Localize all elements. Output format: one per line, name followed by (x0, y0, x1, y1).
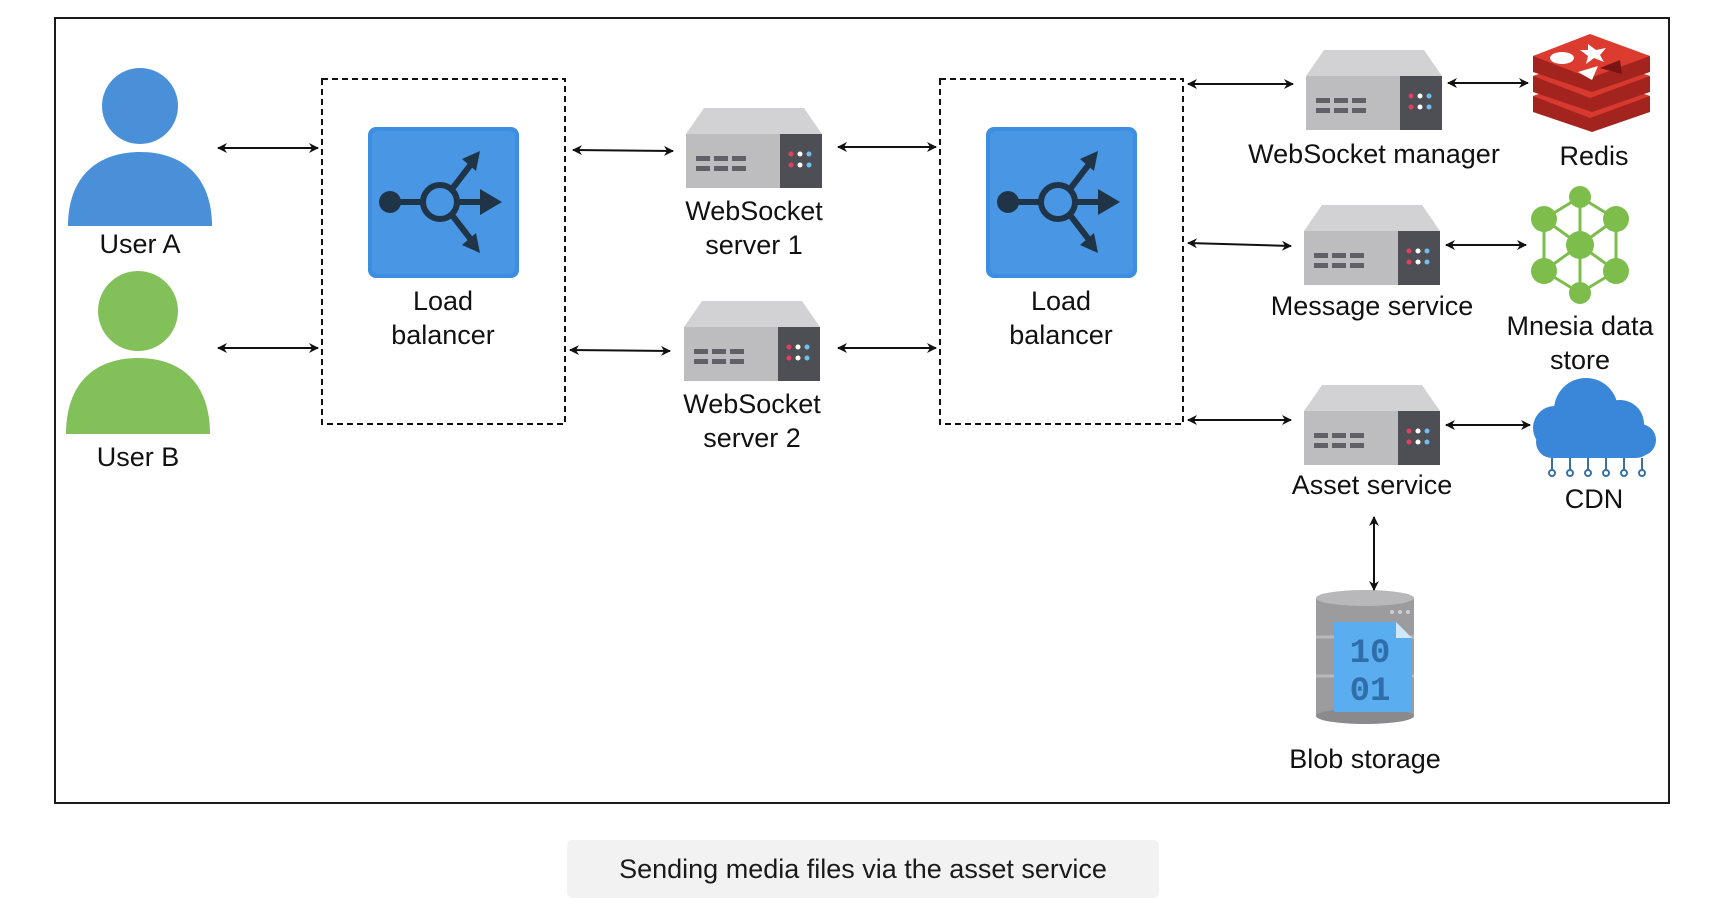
cdn-label: CDN (1564, 484, 1624, 514)
websocket-server-2-label-line1: WebSocket (683, 389, 821, 419)
blob-glyph-bottom: 01 (1350, 673, 1391, 711)
websocket-server-1-label-line2: server 1 (705, 230, 803, 260)
server-icon (1306, 50, 1442, 130)
load-balancer-left-label-line2: balancer (391, 320, 495, 350)
user-b-icon (66, 271, 210, 434)
arrow-lb-message-service (1187, 238, 1292, 251)
server-icon (1304, 205, 1440, 285)
websocket-server-1-label-line1: WebSocket (685, 196, 823, 226)
figure-caption: Sending media files via the asset servic… (619, 854, 1107, 884)
user-a-label: User A (99, 229, 181, 259)
caption-box: Sending media files via the asset servic… (567, 840, 1159, 898)
graph-database-nodes (1531, 186, 1629, 304)
load-balancer-right-label-line2: balancer (1009, 320, 1113, 350)
load-balancer-left-label-line1: Load (412, 286, 474, 316)
mnesia-label-line1: Mnesia data (1506, 311, 1654, 341)
arrow-lb-ws2 (569, 345, 671, 356)
message-service-label: Message service (1270, 291, 1474, 321)
load-balancer-icon (368, 127, 519, 278)
blob-storage-icon: 10 01 (1316, 590, 1414, 724)
connectors (217, 78, 1531, 591)
cloud-icon (1533, 378, 1656, 477)
mnesia-label-line2: store (1549, 345, 1611, 375)
diagram-frame (54, 17, 1670, 804)
redis-icon (1533, 34, 1650, 132)
user-a-icon (68, 68, 212, 226)
load-balancer-right-label-line1: Load (1030, 286, 1092, 316)
server-icon (686, 108, 822, 188)
load-balancer-group-right (939, 78, 1184, 425)
websocket-server-2-label-line2: server 2 (703, 423, 801, 453)
blob-glyph-top: 10 (1350, 635, 1391, 673)
load-balancer-icon (986, 127, 1137, 278)
asset-service-label: Asset service (1291, 470, 1453, 500)
server-icon (684, 301, 820, 381)
arrow-lb-ws1 (572, 145, 674, 156)
server-icon (1304, 385, 1440, 465)
websocket-manager-label: WebSocket manager (1248, 139, 1500, 169)
user-b-label: User B (96, 442, 180, 472)
load-balancer-group-left (321, 78, 566, 425)
redis-label: Redis (1559, 141, 1629, 171)
blob-storage-label: Blob storage (1289, 744, 1441, 774)
